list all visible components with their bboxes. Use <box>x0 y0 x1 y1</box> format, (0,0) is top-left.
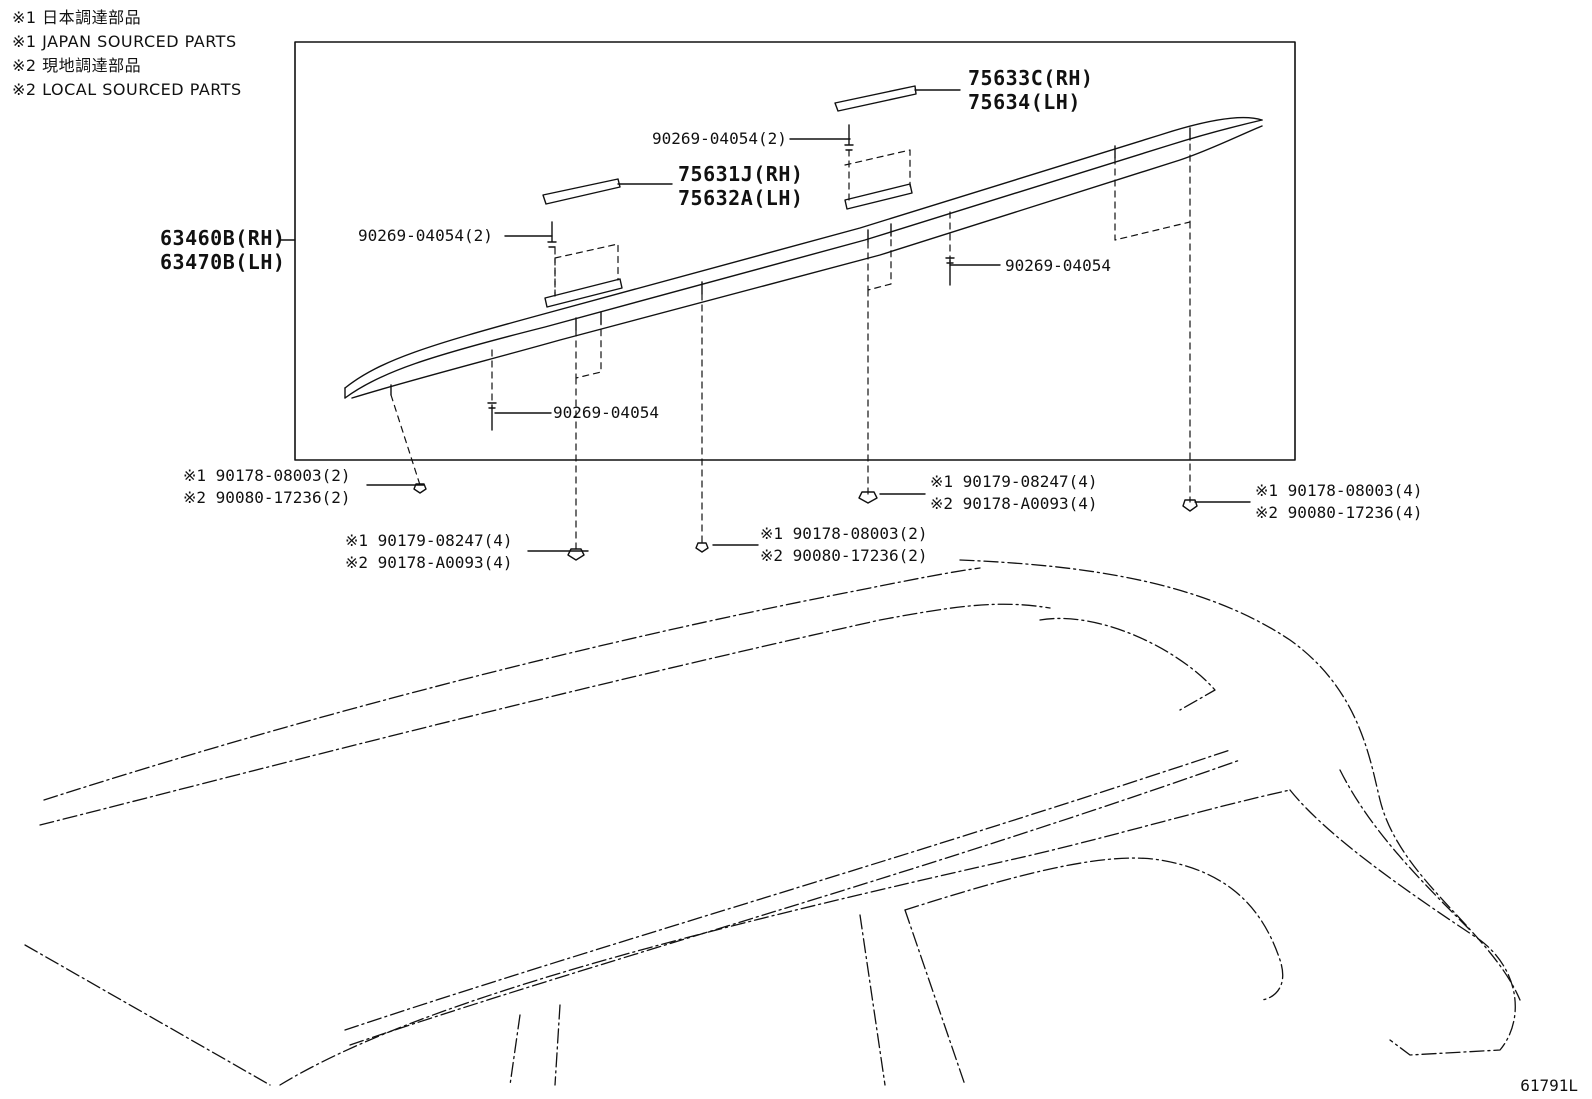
mid-screw-label: 90269-04054 <box>1005 256 1111 275</box>
rear-rail-cover <box>834 85 917 112</box>
rear-mid-nut-label-1: ※1 90179-08247(4) <box>930 472 1098 491</box>
screw-icons <box>487 124 955 431</box>
front-cover-lh-label: 75632A(LH) <box>678 186 804 210</box>
nut-icons <box>413 483 1198 561</box>
front-mid-nut-label-1: ※1 90179-08247(4) <box>345 531 513 550</box>
center-nut-label-2: ※2 90080-17236(2) <box>760 546 928 565</box>
front-cover-rh-label: 75631J(RH) <box>678 162 804 186</box>
note-local-en: ※2 LOCAL SOURCED PARTS <box>12 80 242 99</box>
legend-notes: ※1 日本調達部品 ※1 JAPAN SOURCED PARTS ※2 現地調達… <box>12 6 242 102</box>
roof-rail <box>344 116 1263 399</box>
front-rail-cover <box>542 178 621 205</box>
rear-mid-nut-label-2: ※2 90178-A0093(4) <box>930 494 1098 513</box>
note-japan-en: ※1 JAPAN SOURCED PARTS <box>12 32 237 51</box>
rail-rh-label: 63460B(RH) <box>160 226 286 250</box>
rear-cover-lh-label: 75634(LH) <box>968 90 1081 114</box>
note-local-jp: ※2 現地調達部品 <box>12 56 142 75</box>
front-screw-label: 90269-04054 <box>553 403 659 422</box>
vehicle-outline <box>24 559 1521 1086</box>
note-japan-jp: ※1 日本調達部品 <box>12 8 142 27</box>
front-mid-nut-label-2: ※2 90178-A0093(4) <box>345 553 513 572</box>
center-nut-label-1: ※1 90178-08003(2) <box>760 524 928 543</box>
rear-end-nut-label-2: ※2 90080-17236(4) <box>1255 503 1423 522</box>
rail-lh-label: 63470B(LH) <box>160 250 286 274</box>
front-end-nut-label-2: ※2 90080-17236(2) <box>183 488 351 507</box>
drawing-code: 61791L <box>1520 1076 1578 1095</box>
front-cover-screw-label: 90269-04054(2) <box>358 226 493 245</box>
rear-cover-rh-label: 75633C(RH) <box>968 66 1094 90</box>
assembly-frame <box>294 41 1296 461</box>
rear-end-nut-label-1: ※1 90178-08003(4) <box>1255 481 1423 500</box>
rear-cover-screw-label: 90269-04054(2) <box>652 129 787 148</box>
front-end-nut-label-1: ※1 90178-08003(2) <box>183 466 351 485</box>
